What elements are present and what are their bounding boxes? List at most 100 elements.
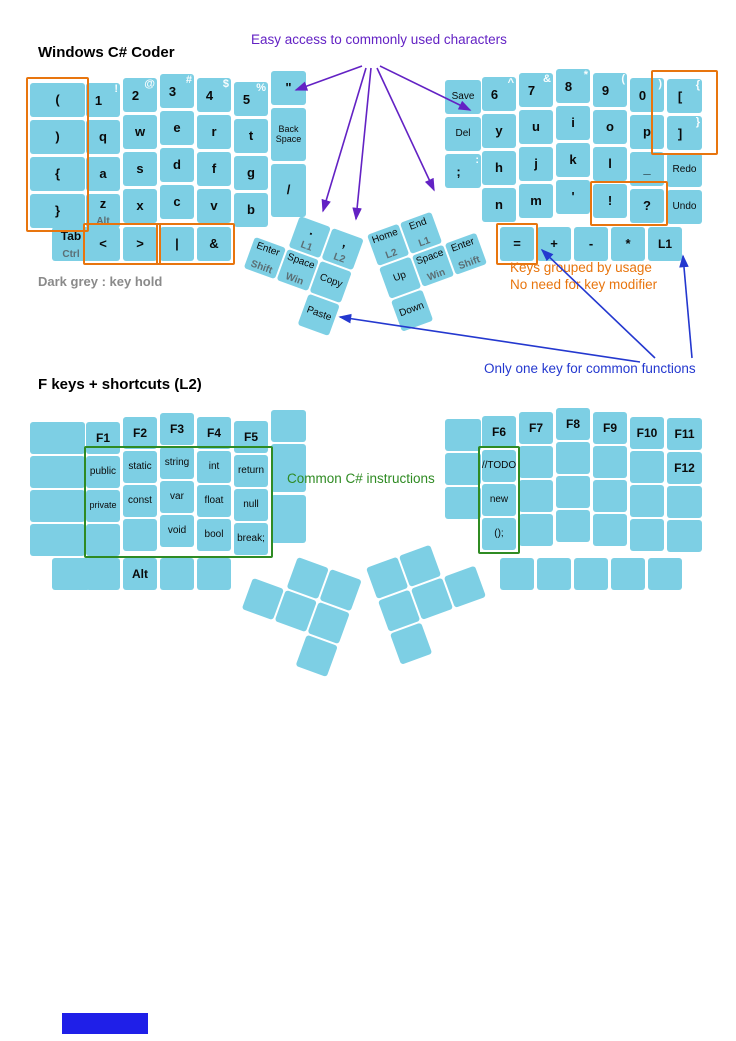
key-label: y xyxy=(495,123,503,139)
key-label: v xyxy=(210,198,218,214)
key-label: Save xyxy=(451,90,475,102)
key-label: | xyxy=(175,236,179,252)
key-return: return xyxy=(234,455,268,487)
key-private: private xyxy=(86,490,120,522)
key-shift-symbol: ! xyxy=(114,83,118,95)
key-label: c xyxy=(173,194,181,210)
key-f6: F6 xyxy=(482,416,516,448)
key-blank xyxy=(519,514,553,546)
key-label: float xyxy=(204,494,224,506)
key-label: f xyxy=(211,161,217,177)
key-symbol: " xyxy=(271,71,306,105)
key-symbol: ! xyxy=(593,184,627,218)
key-label: F2 xyxy=(132,425,147,440)
key-c: c xyxy=(160,185,194,219)
key-j: j xyxy=(519,147,553,181)
key-label: F11 xyxy=(674,426,695,441)
key-blank xyxy=(574,558,608,590)
key-label: - xyxy=(588,236,594,252)
key-label: s xyxy=(136,161,144,177)
key-label: ? xyxy=(643,198,651,214)
key-u: u xyxy=(519,110,553,144)
key-label: 6 xyxy=(490,87,499,103)
key-label: m xyxy=(530,193,542,209)
key-label: F6 xyxy=(491,424,506,439)
key-hold-label: Alt xyxy=(96,216,110,227)
key-label: //TODO xyxy=(481,459,517,471)
key-label: o xyxy=(606,119,614,135)
key-f4: F4 xyxy=(197,417,231,449)
key-del: Del xyxy=(445,117,481,151)
key-label: > xyxy=(136,236,144,252)
key-shift-symbol: * xyxy=(583,69,588,81)
key-label: * xyxy=(625,236,631,252)
key-label: (); xyxy=(494,527,504,539)
key-label: 5 xyxy=(242,92,251,108)
key-label: new xyxy=(489,493,509,505)
key-blank xyxy=(86,558,120,590)
key-symbol: ( xyxy=(30,83,85,117)
key-blank xyxy=(556,510,590,542)
key-label: b xyxy=(247,202,255,218)
key-f: f xyxy=(197,152,231,186)
key-label: Redo xyxy=(672,163,697,175)
note-easy-access: Easy access to commonly used characters xyxy=(251,32,507,47)
key-label: F4 xyxy=(206,425,221,440)
key-blank xyxy=(30,524,85,556)
key-save: Save xyxy=(445,80,481,114)
key-var: var xyxy=(160,481,194,513)
key-label: 4 xyxy=(205,88,214,104)
key-label: 3 xyxy=(168,84,177,100)
key-symbol: | xyxy=(160,227,194,261)
key-symbol: & xyxy=(197,227,231,261)
key-symbol: {[ xyxy=(667,79,702,113)
key-7: &7 xyxy=(519,73,553,107)
key-x: x xyxy=(123,189,157,223)
key-label: } xyxy=(54,203,61,219)
key-symbol: :; xyxy=(445,154,481,188)
key-q: q xyxy=(86,120,120,154)
key-blank xyxy=(271,495,306,543)
footer-blue-bar xyxy=(62,1013,148,1034)
key-label: static xyxy=(128,460,152,472)
key-blank xyxy=(593,446,627,478)
key-symbol: / xyxy=(271,163,306,217)
key-a: a xyxy=(86,157,120,191)
key-symbol: ' xyxy=(556,180,590,214)
key-label: break; xyxy=(237,532,265,544)
key-label: F3 xyxy=(169,421,184,436)
key-label: w xyxy=(134,124,146,140)
key-shift-symbol: % xyxy=(256,82,266,94)
key-symbol: { xyxy=(30,157,85,191)
key-label: var xyxy=(170,490,184,502)
key-new: new xyxy=(482,484,516,516)
key-label: ) xyxy=(55,129,60,145)
key-label: ] xyxy=(677,126,683,142)
key-y: y xyxy=(482,114,516,148)
key-label: { xyxy=(54,166,61,182)
layer2-left-thumb-cluster xyxy=(229,545,364,680)
key-f11: F11 xyxy=(667,418,702,450)
key-symbol: (); xyxy=(482,518,516,550)
key-label: [ xyxy=(677,89,683,105)
key-8: *8 xyxy=(556,69,590,103)
key-undo: Undo xyxy=(667,190,702,224)
key-label: F10 xyxy=(636,425,658,440)
key-h: h xyxy=(482,151,516,185)
key-label: l xyxy=(608,156,612,172)
key-b: b xyxy=(234,193,268,227)
key-shift-symbol: } xyxy=(695,116,700,128)
key-shift-symbol: & xyxy=(543,73,551,85)
key-label: F9 xyxy=(602,420,617,435)
key-static: static xyxy=(123,451,157,483)
key-label: x xyxy=(136,198,144,214)
key-label: < xyxy=(99,236,107,252)
note-dark-grey-key-hold: Dark grey : key hold xyxy=(38,274,163,289)
key-5: %5 xyxy=(234,82,268,116)
key-1: !1 xyxy=(86,83,120,117)
key-blank xyxy=(30,456,85,488)
key-label: null xyxy=(243,498,259,510)
